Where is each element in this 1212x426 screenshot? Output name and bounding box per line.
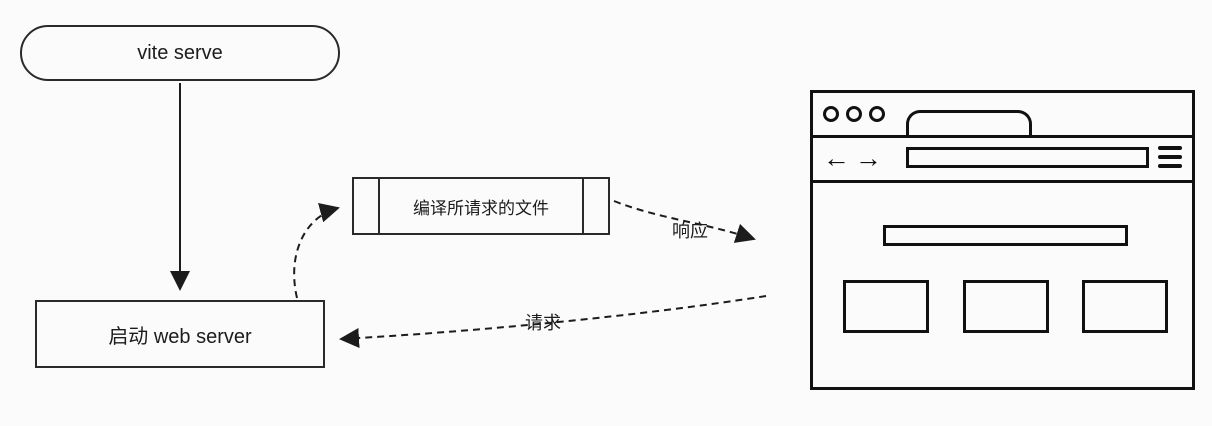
content-box <box>963 280 1049 333</box>
request-edge-label: 请求 <box>525 313 561 333</box>
compile-node: 编译所请求的文件 <box>352 177 610 235</box>
window-circle-icon <box>846 106 862 122</box>
content-box <box>843 280 929 333</box>
menu-icon <box>1158 146 1182 168</box>
browser-window: ← → <box>810 90 1195 390</box>
back-arrow-icon: ← <box>823 143 850 173</box>
browser-tab <box>906 110 1032 138</box>
content-heading-bar <box>883 225 1128 246</box>
address-bar <box>906 147 1149 168</box>
response-edge-label: 响应 <box>672 221 708 241</box>
process-right-bar <box>582 179 584 233</box>
window-circle-icon <box>869 106 885 122</box>
forward-arrow-icon: → <box>855 143 882 173</box>
browser-divider <box>813 180 1192 183</box>
web-server-node: 启动 web server <box>35 300 325 368</box>
compile-edge <box>293 202 340 299</box>
window-circle-icon <box>823 106 839 122</box>
process-left-bar <box>378 179 380 233</box>
vite-serve-node: vite serve <box>20 25 340 81</box>
content-box <box>1082 280 1168 333</box>
browser-divider <box>813 135 1192 138</box>
compile-label: 编译所请求的文件 <box>413 198 549 218</box>
vite-serve-label: vite serve <box>137 41 223 64</box>
web-server-label: 启动 web server <box>108 325 252 348</box>
